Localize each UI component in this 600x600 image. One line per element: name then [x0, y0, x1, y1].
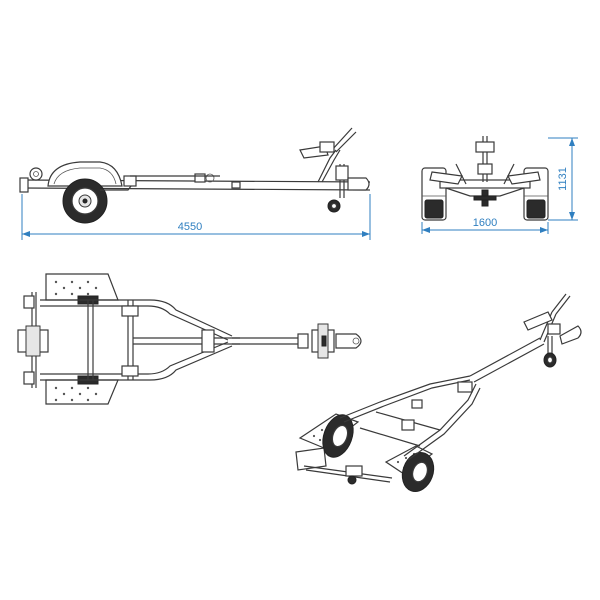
height-dimension-label: 1131	[557, 167, 569, 191]
width-dimension-label: 1600	[473, 217, 497, 229]
side-view	[19, 127, 371, 240]
front-view	[421, 136, 578, 234]
length-dimension-label: 4550	[178, 221, 202, 233]
top-view	[17, 273, 362, 405]
isometric-view	[295, 293, 582, 492]
